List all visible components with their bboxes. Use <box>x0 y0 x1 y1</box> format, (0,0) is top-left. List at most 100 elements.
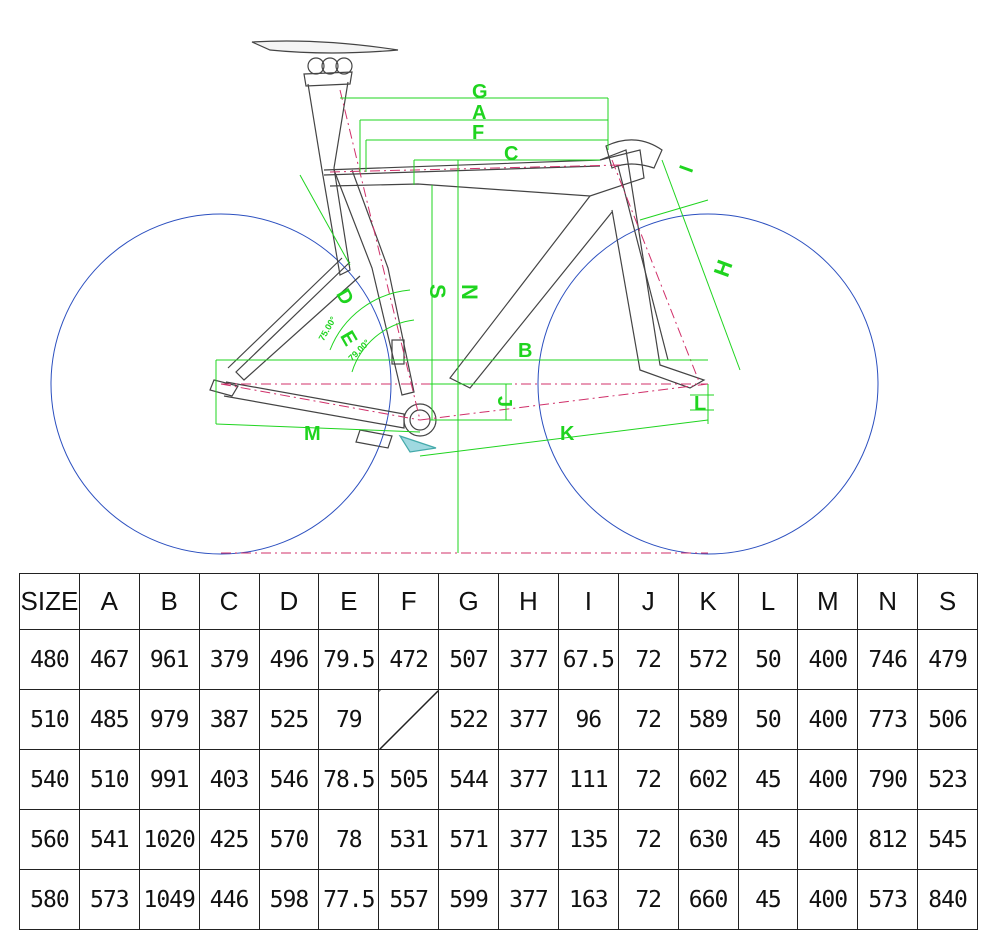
front-wheel <box>537 213 879 555</box>
dim-label-i: I <box>676 163 699 176</box>
table-cell: 506 <box>917 689 978 750</box>
table-cell: 773 <box>857 689 919 750</box>
table-cell: 377 <box>498 629 559 690</box>
table-cell: 485 <box>78 689 140 750</box>
table-cell: 525 <box>258 689 320 750</box>
table-cell: 573 <box>78 869 140 930</box>
table-cell: 77.5 <box>318 869 380 930</box>
table-cell: 1049 <box>138 869 200 930</box>
header-i: I <box>557 573 619 630</box>
header-size: SIZE <box>19 573 80 630</box>
table-cell: 403 <box>198 749 260 810</box>
dim-label-l: L <box>694 393 706 415</box>
table-cell: 746 <box>857 629 919 690</box>
table-cell: 45 <box>737 749 799 810</box>
table-cell: 379 <box>198 629 260 690</box>
header-s: S <box>917 573 978 630</box>
table-cell: 479 <box>917 629 978 690</box>
table-cell: 163 <box>557 869 619 930</box>
dimension-lines <box>215 97 741 553</box>
table-cell: 979 <box>138 689 200 750</box>
header-c: C <box>198 573 260 630</box>
table-cell: 425 <box>198 809 260 870</box>
bike-frame <box>209 40 706 453</box>
dim-label-s: S <box>425 284 450 299</box>
frame-centerlines <box>220 89 709 554</box>
table-cell: 377 <box>498 689 559 750</box>
table-cell: 991 <box>138 749 200 810</box>
header-g: G <box>438 573 499 630</box>
dim-label-c: C <box>504 143 518 165</box>
header-d: D <box>258 573 320 630</box>
table-cell: 72 <box>617 869 679 930</box>
table-cell: 571 <box>438 809 499 870</box>
table-cell: 599 <box>438 869 499 930</box>
table-cell: 72 <box>617 809 679 870</box>
header-j: J <box>617 573 679 630</box>
table-cell: 72 <box>617 689 679 750</box>
table-cell: 660 <box>677 869 739 930</box>
header-m: M <box>797 573 859 630</box>
table-cell: 400 <box>797 749 859 810</box>
table-cell: 812 <box>857 809 919 870</box>
table-cell: 50 <box>737 689 799 750</box>
dim-label-f: F <box>472 122 484 144</box>
table-cell: 446 <box>198 869 260 930</box>
table-cell: 72 <box>617 629 679 690</box>
table-cell: 79.5 <box>318 629 380 690</box>
dim-label-m: M <box>304 423 321 445</box>
header-h: H <box>498 573 559 630</box>
table-cell: 510 <box>19 689 80 750</box>
table-cell: 387 <box>198 689 260 750</box>
table-cell: 589 <box>677 689 739 750</box>
dim-label-a: A <box>472 102 486 124</box>
table-cell: 572 <box>677 629 739 690</box>
dim-label-d: D <box>331 285 357 309</box>
table-cell: 400 <box>797 689 859 750</box>
table-cell: 467 <box>78 629 140 690</box>
table-cell <box>378 689 440 750</box>
table-cell: 790 <box>857 749 919 810</box>
table-cell: 45 <box>737 809 799 870</box>
table-cell: 480 <box>19 629 80 690</box>
header-e: E <box>318 573 380 630</box>
table-cell: 630 <box>677 809 739 870</box>
table-cell: 961 <box>138 629 200 690</box>
table-cell: 72 <box>617 749 679 810</box>
dim-label-n: N <box>457 284 482 300</box>
table-cell: 507 <box>438 629 499 690</box>
table-cell: 78 <box>318 809 380 870</box>
table-cell: 531 <box>378 809 440 870</box>
table-cell: 400 <box>797 869 859 930</box>
table-cell: 602 <box>677 749 739 810</box>
dim-label-j: J <box>493 396 515 407</box>
table-cell: 96 <box>557 689 619 750</box>
table-cell: 111 <box>557 749 619 810</box>
table-cell: 472 <box>378 629 440 690</box>
table-cell: 377 <box>498 809 559 870</box>
table-cell: 78.5 <box>318 749 380 810</box>
table-cell: 570 <box>258 809 320 870</box>
table-cell: 546 <box>258 749 320 810</box>
table-cell: 45 <box>737 869 799 930</box>
table-cell: 541 <box>78 809 140 870</box>
table-cell: 598 <box>258 869 320 930</box>
dim-label-b: B <box>518 340 532 362</box>
table-cell: 79 <box>318 689 380 750</box>
table-cell: 400 <box>797 809 859 870</box>
dim-label-g: G <box>472 81 488 103</box>
table-cell: 545 <box>917 809 978 870</box>
table-cell: 400 <box>797 629 859 690</box>
table-cell: 1020 <box>138 809 200 870</box>
table-cell: 544 <box>438 749 499 810</box>
header-b: B <box>138 573 200 630</box>
header-k: K <box>677 573 739 630</box>
frame-geometry-diagram: G A F C I H S N B D E J K M L 75.00° 79.… <box>50 40 879 555</box>
